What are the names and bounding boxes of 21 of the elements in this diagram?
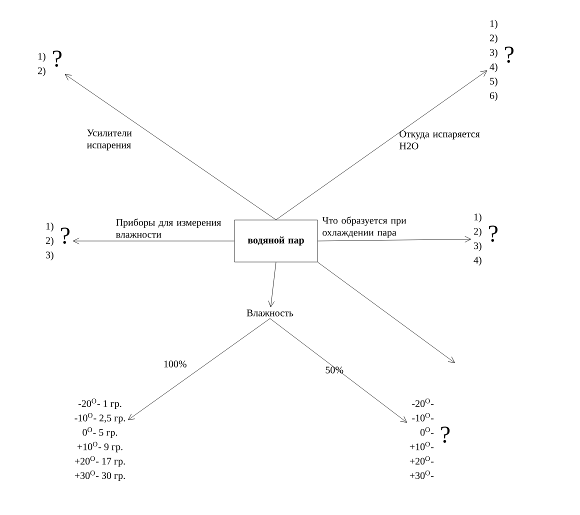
arrow [276, 70, 488, 220]
process-box: водяной пар [234, 220, 318, 262]
edge-label: Приборы для измерения влажности [116, 218, 222, 238]
arrow [128, 318, 270, 420]
arrow [72, 238, 234, 244]
arrow [318, 262, 455, 363]
edge-label: 50% [326, 366, 344, 374]
text-label: Влажность [246, 310, 294, 316]
edge-label: 100% [164, 360, 186, 368]
edge-label: Откуда испаряется H2O [400, 130, 480, 150]
edge-label: Усилители испарения [87, 130, 132, 150]
answer-list: 1) 2) ? [38, 50, 62, 76]
arrow [64, 74, 276, 220]
arrow [270, 318, 408, 423]
arrow [268, 262, 276, 308]
answer-list: 1) 2) 3) 4) ? [474, 213, 498, 266]
temperature-table: -20$^{O}$- -10$^{O}$- 0$^{O}$- +10$^{O}$- +20$^{O}$- +30$^{O}$- ? [410, 398, 450, 479]
arrow [318, 236, 472, 242]
temperature-table: -20$^{O}$- 1 гр. -10$^{O}$- 2,5 гр. 0$^{O}$- 5 гр. +10$^{O}$- 9 гр. +20$^{O}$- 17 гр. +30$^{O}$- 30 гр. [74, 398, 125, 482]
answer-list: 1) 2) 3) 4) 5) 6) ? [490, 20, 514, 102]
edge-label: Что образуется при охлаждении пара [322, 216, 406, 238]
